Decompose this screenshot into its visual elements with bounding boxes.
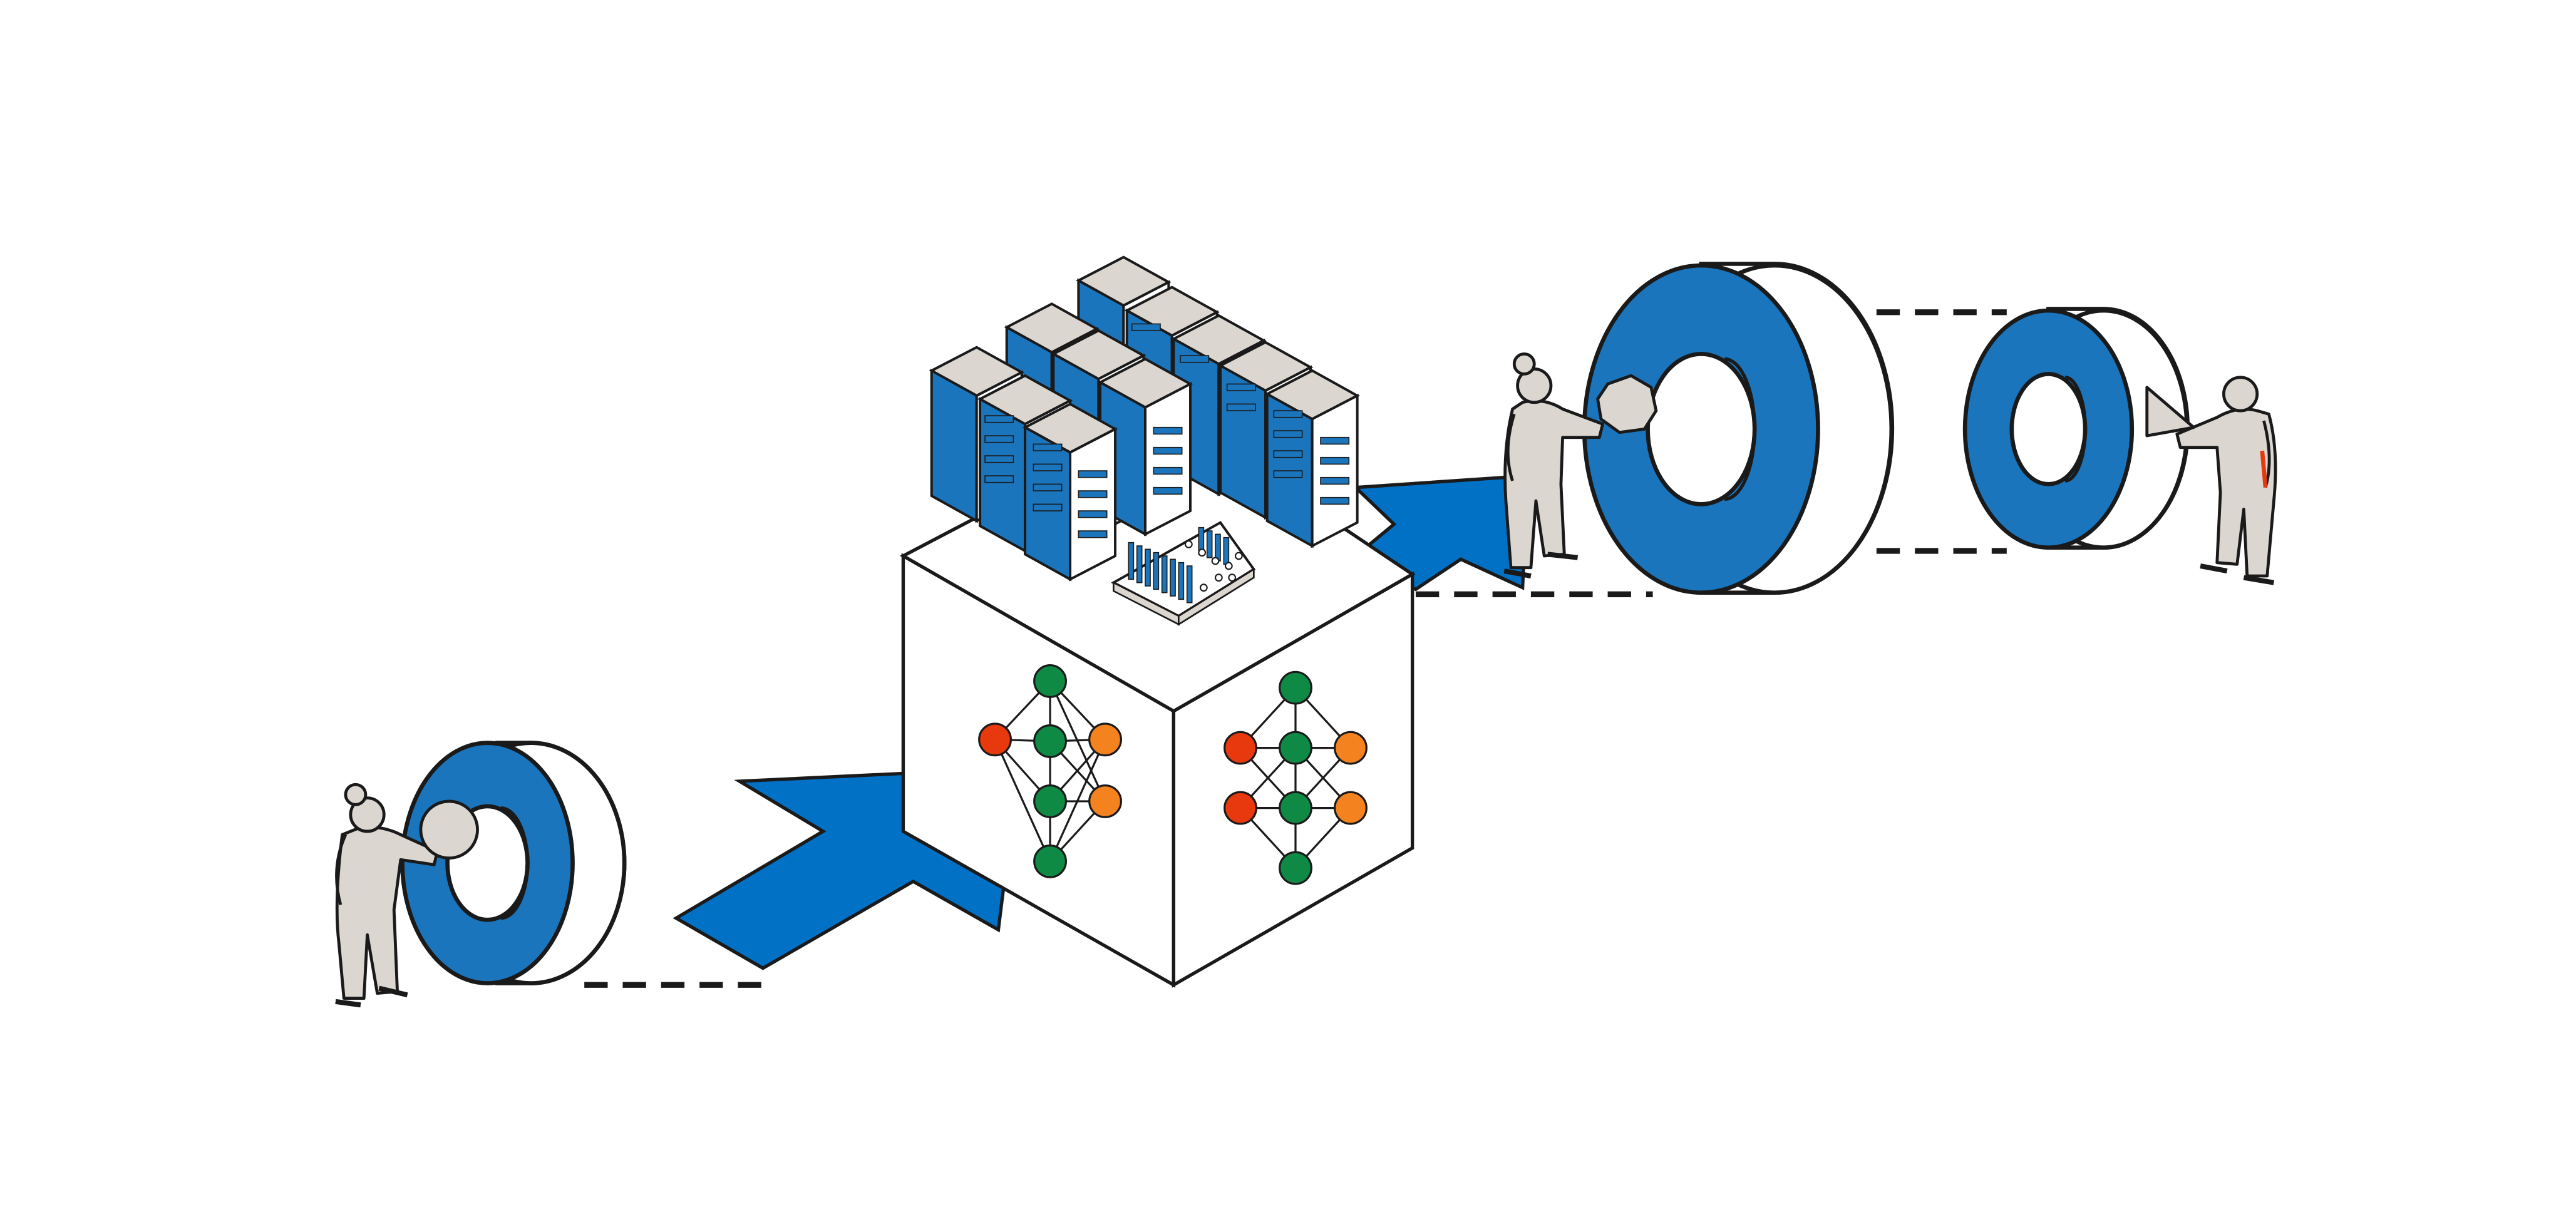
person-holding-octagon-icon: [1503, 352, 1658, 578]
person-holding-triangle-icon: [2145, 376, 2277, 585]
person-holding-circle-icon: [335, 783, 479, 1008]
neural-network-icon: [978, 664, 1122, 878]
data-ring-icon: [1582, 262, 1895, 595]
data-ring-icon: [1962, 307, 2190, 550]
neural-network-icon: [1224, 670, 1368, 885]
dashed-guides: [584, 309, 2007, 988]
server-cluster: [929, 255, 1360, 582]
gpu-circuit-board-icon: [1111, 521, 1256, 626]
server-rack-icon: [1097, 357, 1193, 537]
